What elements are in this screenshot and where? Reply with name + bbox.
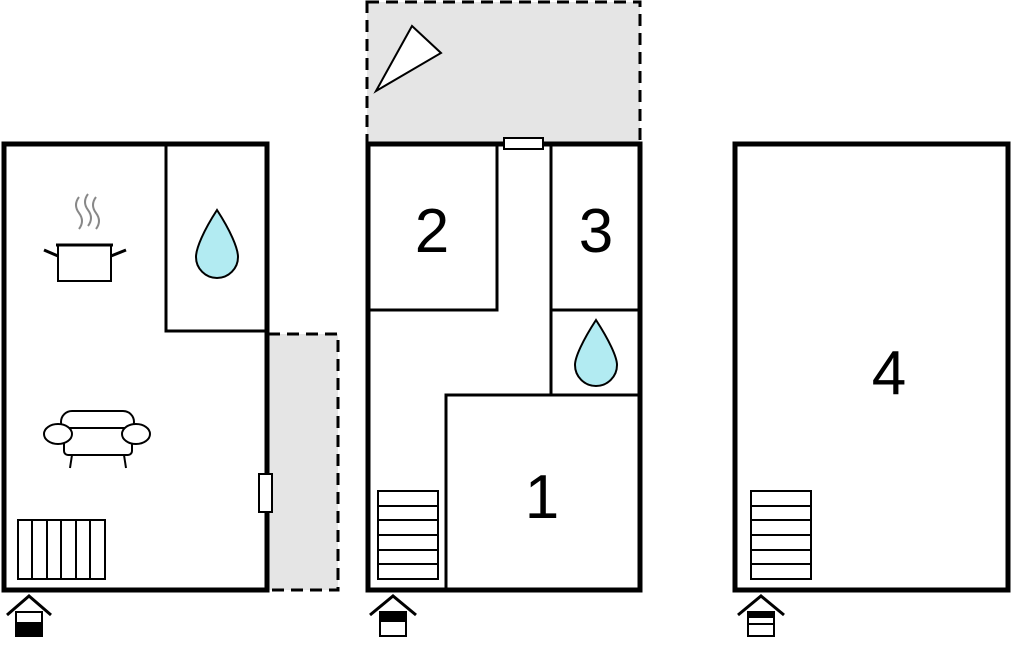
entrance-arrow-icon [737, 594, 785, 637]
stairs-icon [377, 490, 439, 580]
window-icon [503, 137, 544, 150]
floor-right-outline [732, 141, 1011, 593]
floor-left [1, 141, 340, 637]
floor-left-outline [1, 141, 270, 593]
room-4-number: 4 [872, 339, 906, 408]
middle-interior-walls [368, 144, 640, 590]
room-2-number: 2 [415, 197, 449, 266]
window-icon [258, 473, 273, 513]
north-arrow-icon [373, 24, 443, 94]
sofa-icon [43, 410, 151, 469]
bathroom-drop-icon [573, 318, 619, 387]
bathroom-wall [164, 144, 267, 333]
entrance-arrow-icon [369, 594, 417, 637]
room-1-number: 1 [525, 463, 559, 532]
stairs-icon [750, 490, 812, 580]
entrance-arrow-icon [6, 594, 52, 637]
bathroom-drop-icon [194, 208, 240, 279]
radiator-icon [17, 519, 106, 580]
room-3-number: 3 [579, 197, 613, 266]
kitchen-pot-icon [43, 193, 127, 282]
terrace-side [266, 332, 340, 592]
floor-right: 4 [732, 141, 1011, 637]
floor-middle: 2 3 1 [365, 0, 643, 637]
